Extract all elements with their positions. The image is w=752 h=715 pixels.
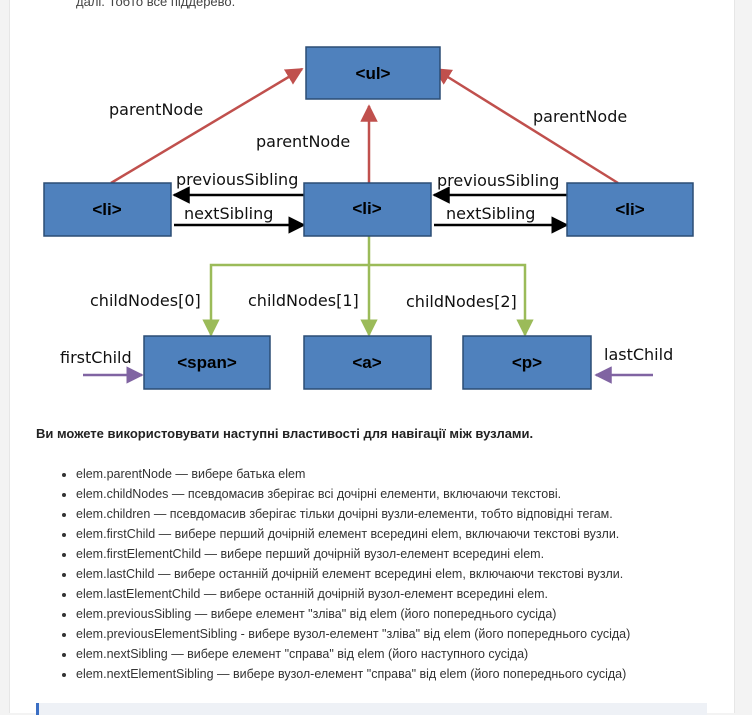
list-item: elem.parentNode — вибере батька elem [76,464,630,484]
node-span: <span> [143,335,271,390]
node-p: <p> [462,335,592,390]
label-prev-sibling-right: previousSibling [437,171,559,190]
label-child-1: childNodes[1] [248,291,359,310]
list-item: elem.lastChild — вибере останній дочірні… [76,564,630,584]
node-a-label: <a> [352,353,381,372]
list-item: elem.nextSibling — вибере елемент "справ… [76,644,630,664]
list-item: elem.firstElementChild — вибере перший д… [76,544,630,564]
node-li-center: <li> [303,182,432,237]
list-item: elem.previousSibling — вибере елемент "з… [76,604,630,624]
label-parent-center: parentNode [256,132,350,151]
list-item: elem.children — псевдомасив зберігає тіл… [76,504,630,524]
list-item: elem.nextElementSibling — вибере вузол-е… [76,664,630,684]
label-next-sibling-right: nextSibling [446,204,535,223]
node-li-left-label: <li> [92,200,121,219]
child-arrow-2 [369,263,534,337]
label-child-0: childNodes[0] [90,291,201,310]
parent-arrow-left [110,67,304,185]
node-ul-label: <ul> [356,64,391,83]
node-li-left: <li> [43,182,172,237]
label-parent-right: parentNode [533,107,627,126]
intro-text-tail: далі. Тобто все піддерево. [76,0,236,9]
label-first-child: firstChild [60,348,132,367]
label-parent-left: parentNode [109,100,203,119]
section-heading: Ви можете використовувати наступні власт… [36,426,534,441]
node-li-right-label: <li> [615,200,644,219]
node-li-right: <li> [566,182,694,237]
parent-arrow-right [433,67,619,185]
label-next-sibling-left: nextSibling [184,204,273,223]
node-p-label: <p> [512,353,542,372]
node-a: <a> [303,335,432,390]
callout-block [36,703,707,715]
child-arrow-0 [202,263,369,337]
node-ul: <ul> [305,46,441,100]
label-prev-sibling-left: previousSibling [176,170,298,189]
list-item: elem.childNodes — псевдомасив зберігає в… [76,484,630,504]
label-child-2: childNodes[2] [406,292,517,311]
node-li-center-label: <li> [352,199,381,218]
list-item: elem.previousElementSibling - вибере вуз… [76,624,630,644]
node-span-label: <span> [177,353,237,372]
list-item: elem.firstChild — вибере перший дочірній… [76,524,630,544]
dom-navigation-diagram: <ul> <li> <li> <li> <span> <a> <p> paren… [36,33,706,398]
list-item: elem.lastElementChild — вибере останній … [76,584,630,604]
property-list: elem.parentNode — вибере батька elem ele… [62,464,630,684]
label-last-child: lastChild [604,345,673,364]
